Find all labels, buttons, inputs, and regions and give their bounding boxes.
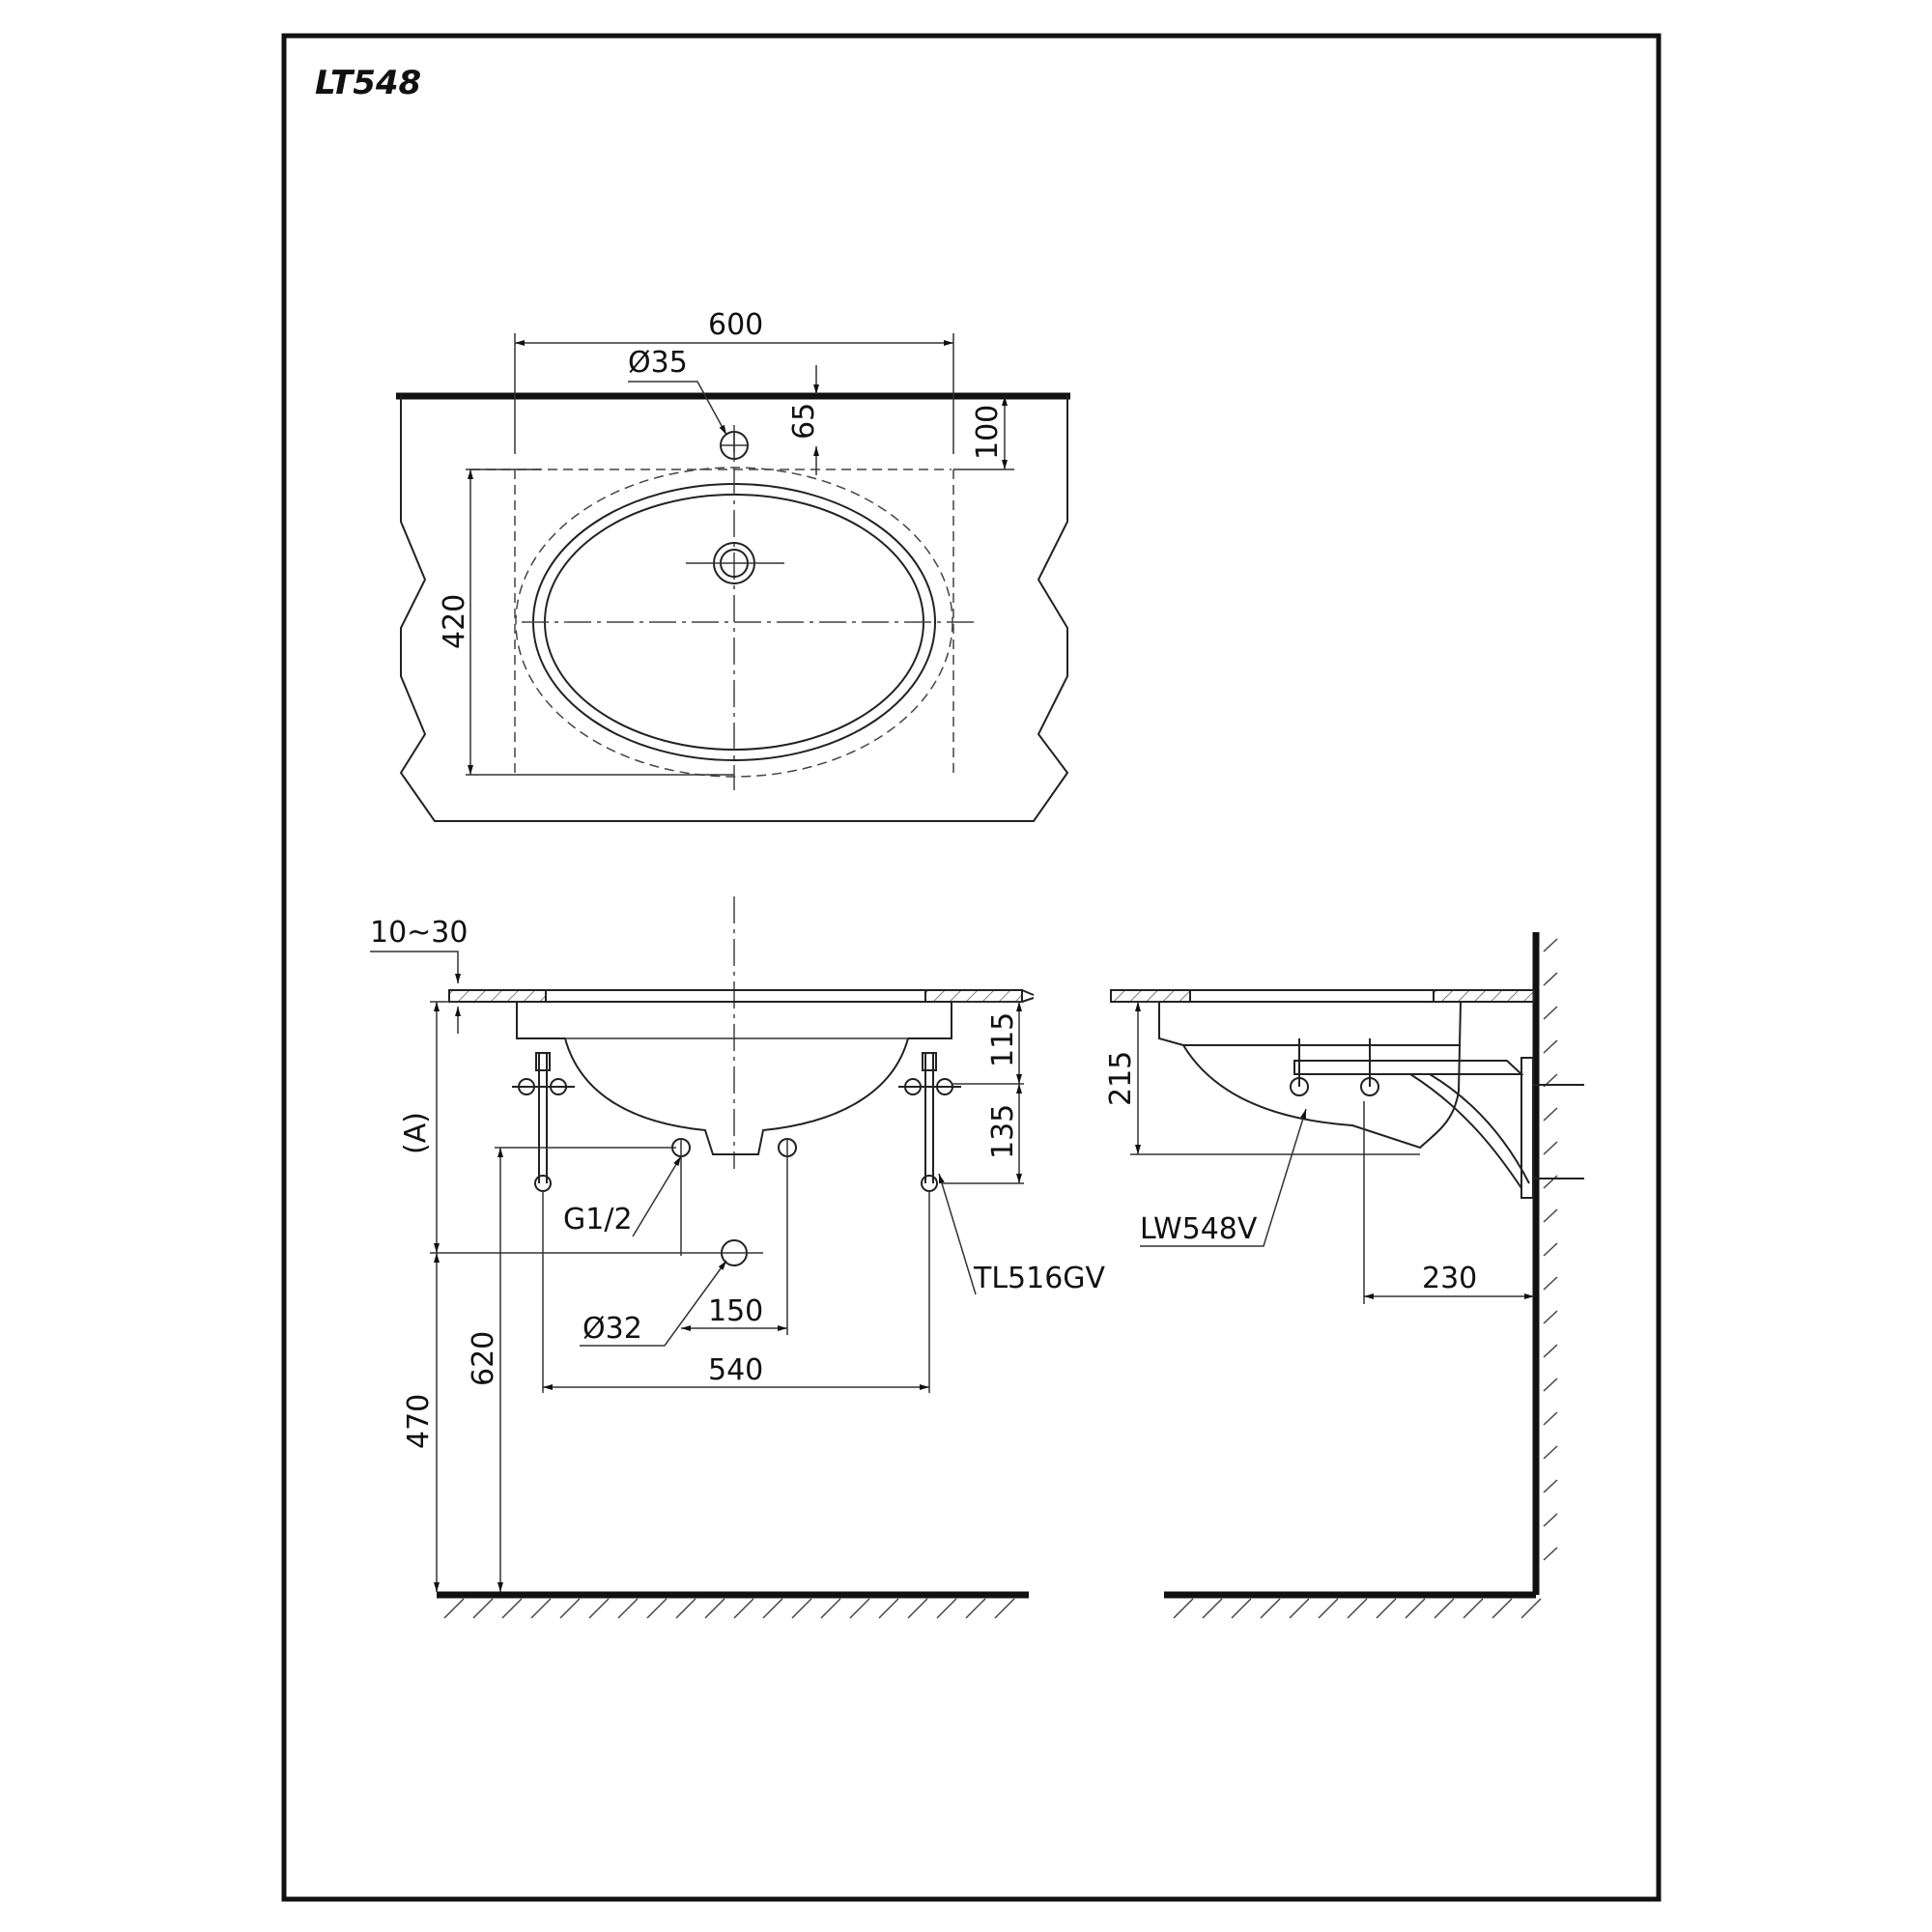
model-title: LT548 — [315, 64, 421, 102]
dim-150: 150 — [708, 1294, 763, 1328]
dim-540: 540 — [708, 1353, 763, 1387]
supply-valve-right — [898, 1052, 961, 1192]
dim-a: (A) — [399, 1112, 433, 1154]
dim-470: 470 — [402, 1394, 436, 1449]
dim-drain: Ø32 — [582, 1312, 642, 1346]
supply-valve-left — [512, 1052, 575, 1192]
front-view — [370, 896, 1035, 1619]
dim-135: 135 — [986, 1104, 1020, 1159]
drawing-frame — [281, 33, 1662, 1902]
top-view — [396, 333, 1070, 822]
dim-215: 215 — [1104, 1051, 1138, 1106]
dim-deck-thickness: 10~30 — [370, 916, 468, 950]
label-supply: G1/2 — [563, 1203, 633, 1236]
label-waste: LW548V — [1140, 1212, 1258, 1246]
dim-tap-hole: Ø35 — [628, 346, 688, 380]
dim-620: 620 — [467, 1331, 500, 1386]
side-view — [1110, 932, 1584, 1619]
dim-420: 420 — [438, 594, 471, 649]
dim-65: 65 — [787, 403, 821, 440]
dim-600: 600 — [708, 308, 763, 342]
dim-230: 230 — [1422, 1262, 1477, 1295]
dim-100: 100 — [971, 405, 1005, 460]
label-trap: TL516GV — [973, 1262, 1106, 1295]
dim-115: 115 — [986, 1012, 1020, 1067]
